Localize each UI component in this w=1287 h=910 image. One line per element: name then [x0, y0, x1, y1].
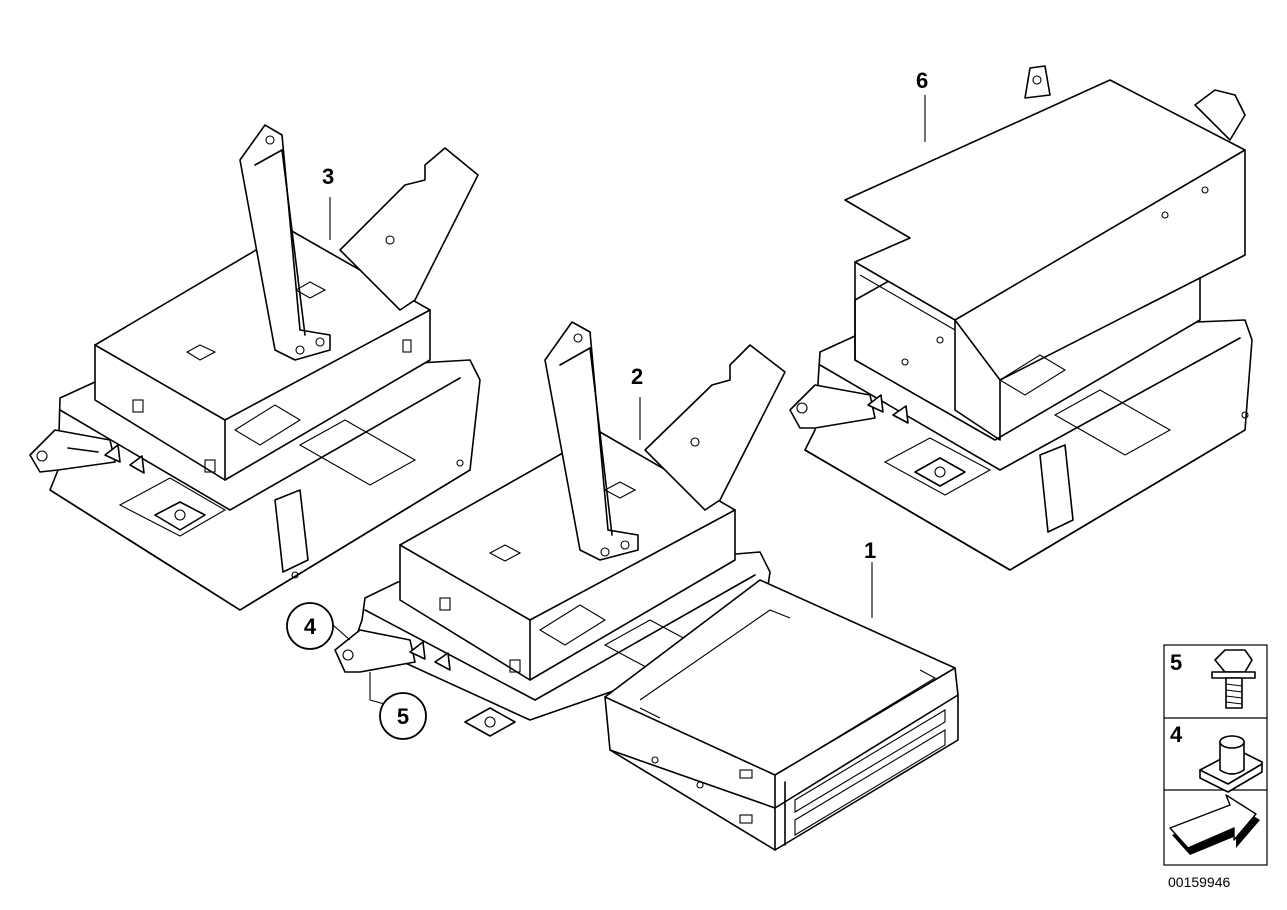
callout-label-5: 5: [397, 704, 409, 729]
bolt-icon: [1211, 649, 1256, 709]
legend-label-4: 4: [1170, 722, 1183, 747]
clip-nut-icon: [1199, 735, 1263, 793]
direction-arrow-icon: [1169, 794, 1260, 855]
bracket-6-drawing: [789, 65, 1253, 571]
part-label-3: 3: [322, 164, 334, 189]
legend-label-5: 5: [1170, 650, 1182, 675]
part-label-2: 2: [631, 364, 643, 389]
document-id: 00159946: [1168, 874, 1231, 890]
callout-circle-4: 4: [286, 602, 334, 650]
part-label-6: 6: [916, 68, 928, 93]
callout-label-4: 4: [304, 614, 317, 639]
callout-circle-5: 5: [379, 692, 427, 740]
drive-unit-drawing: [604, 579, 959, 851]
bracket-2-drawing: [334, 321, 786, 737]
part-label-1: 1: [864, 538, 876, 563]
legend-box: 5 4: [1163, 644, 1268, 866]
bracket-3-drawing: [29, 124, 481, 611]
